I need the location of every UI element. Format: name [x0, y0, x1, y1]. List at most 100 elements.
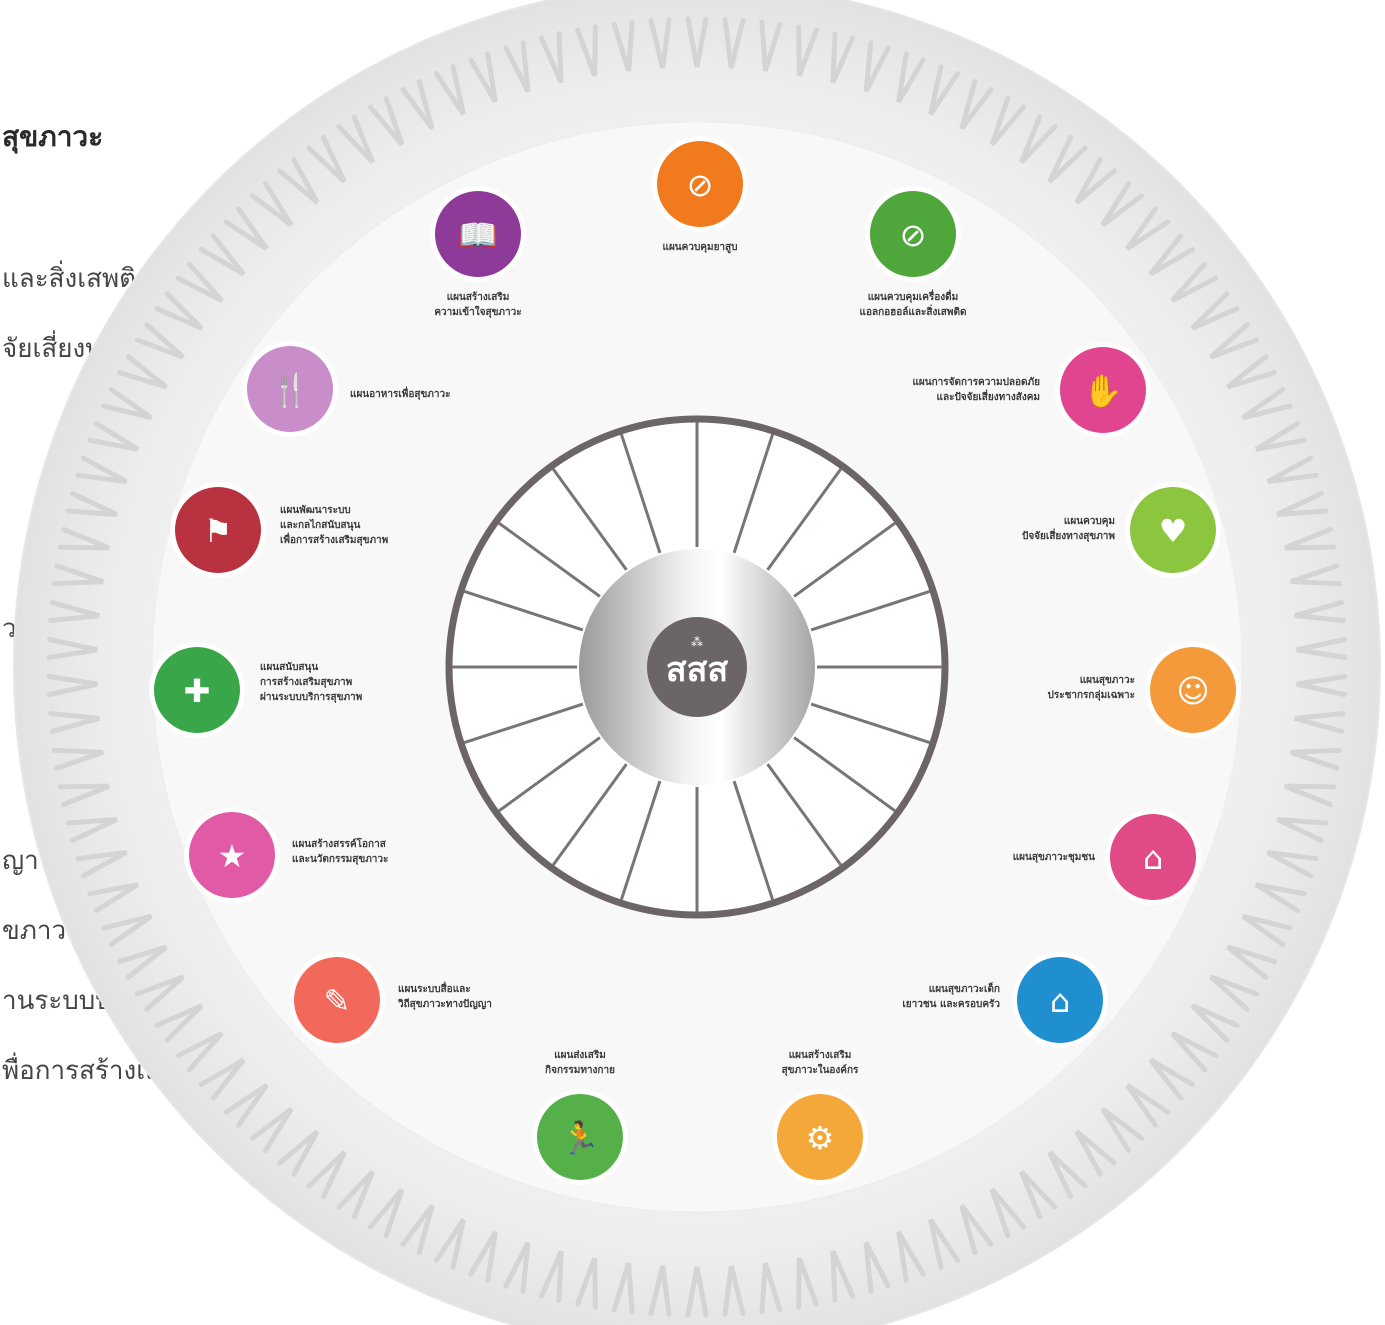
chevron-mark — [989, 95, 1026, 147]
chevron-mark — [117, 354, 168, 390]
chevron-mark — [48, 710, 100, 734]
chevron-mark — [198, 233, 246, 277]
logo-mark-icon: ⁂ — [691, 635, 703, 649]
chevron-mark — [57, 526, 110, 551]
chevron-mark — [863, 40, 891, 93]
chevron-mark — [928, 64, 961, 116]
wheel-spokes — [452, 422, 942, 912]
chevron-mark — [796, 1257, 819, 1310]
chevron-mark — [48, 600, 100, 624]
chevron-mark — [989, 1187, 1026, 1239]
chevron-mark — [65, 491, 118, 517]
chevron-mark — [51, 563, 104, 587]
chevron-mark — [1284, 783, 1337, 808]
program-icon-circle — [657, 141, 743, 227]
program-label: ปัจจัยเสี่ยงทางสุขภาพ — [1022, 528, 1115, 542]
food-icon: 🍴 — [270, 371, 310, 409]
spoke — [619, 780, 662, 901]
chevron-mark — [611, 19, 635, 72]
program-icon-circle — [1150, 647, 1236, 733]
spoke — [551, 467, 628, 571]
physical-activity-icon: 🏃 — [560, 1119, 600, 1157]
program-physical: 🏃แผนส่งเสริมกิจกรรมทางกาย — [532, 1049, 628, 1185]
spoke — [810, 702, 931, 745]
chevron-mark — [1254, 882, 1307, 913]
chevron-mark — [611, 1262, 635, 1315]
spoke — [732, 780, 775, 901]
chevron-mark — [46, 636, 98, 660]
chevron-mark — [306, 1150, 347, 1200]
program-icon-circle — [1017, 957, 1103, 1043]
chevron-mark — [1047, 134, 1088, 184]
chevron-mark — [1254, 421, 1307, 452]
chevron-mark — [1074, 1129, 1117, 1177]
heading: สุขภาวะ — [2, 120, 104, 153]
program-org: ⚙แผนสร้างเสริมสุขภาวะในองค์กร — [772, 1049, 868, 1185]
spoke — [810, 589, 931, 632]
chevron-mark — [468, 1230, 498, 1283]
chevron-mark — [1170, 261, 1219, 303]
program-icon-circle — [175, 487, 261, 573]
chevron-mark — [1276, 817, 1329, 843]
chevron-mark — [75, 849, 128, 879]
spoke — [793, 521, 897, 598]
program-label: เยาวชน และครอบครัว — [902, 998, 1000, 1010]
program-icon-circle — [777, 1094, 863, 1180]
chevron-mark — [863, 1241, 891, 1294]
chevron-mark — [1290, 747, 1343, 771]
chevron-mark — [796, 24, 819, 77]
media-icon: ✎ — [324, 982, 351, 1020]
chevron-mark — [503, 1241, 531, 1294]
program-service: ✚แผนสนับสนุนการสร้างเสริมสุขภาพผ่านระบบบ… — [149, 642, 363, 738]
spoke — [732, 433, 775, 554]
chevron-mark — [538, 1250, 564, 1303]
center-logo — [647, 617, 747, 717]
chevron-mark — [1296, 674, 1348, 698]
chevron-mark — [959, 1203, 994, 1255]
chevron-mark — [1170, 1031, 1219, 1073]
chevron-mark — [223, 1083, 269, 1128]
chevron-mark — [277, 1129, 320, 1177]
chevron-mark — [46, 674, 98, 698]
community-icon: ⌂ — [1143, 839, 1163, 877]
chevron-mark — [1276, 491, 1329, 517]
program-safety: ✋แผนการจัดการความปลอดภัยและปัจจัยเสี่ยงท… — [912, 342, 1151, 438]
family-icon: ⌂ — [1050, 982, 1070, 1020]
chevron-mark — [249, 1107, 294, 1153]
chevron-mark — [685, 16, 709, 68]
program-icon-circle — [1130, 487, 1216, 573]
program-label: แผนพัฒนาระบบ — [280, 504, 351, 516]
chevron-mark — [575, 24, 598, 77]
program-icon-circle — [189, 812, 275, 898]
chevron-ring — [46, 16, 1348, 1318]
chevron-mark — [101, 913, 153, 947]
program-label: และกลไกสนับสนุน — [280, 518, 360, 531]
program-community: ⌂แผนสุขภาวะชุมชน — [1013, 809, 1201, 905]
center-logo-text: สสส — [666, 650, 729, 690]
chevron-mark — [1241, 387, 1293, 421]
organization-icon: ⚙ — [806, 1119, 835, 1157]
text-line: ญา — [2, 846, 39, 876]
chevron-mark — [1226, 354, 1277, 390]
chevron-mark — [575, 1257, 598, 1310]
safety-icon: ✋ — [1083, 372, 1123, 410]
program-icon-circle — [247, 346, 333, 432]
chevron-mark — [87, 421, 140, 452]
chevron-mark — [433, 1218, 466, 1270]
chevron-mark — [87, 882, 140, 913]
chevron-mark — [928, 1218, 961, 1270]
chevron-mark — [1296, 636, 1348, 660]
program-label: แผนอาหารเพื่อสุขภาวะ — [350, 386, 451, 400]
program-label: ประชากรกลุ่มเฉพาะ — [1048, 689, 1136, 701]
program-label: และนวัตกรรมสุขภาวะ — [292, 853, 388, 865]
program-label: สุขภาวะในองค์กร — [782, 1063, 859, 1076]
program-label: แผนควบคุมเครื่องดื่ม — [868, 289, 959, 303]
chevron-mark — [175, 261, 224, 303]
program-label: แผนสร้างเสริม — [447, 291, 510, 303]
